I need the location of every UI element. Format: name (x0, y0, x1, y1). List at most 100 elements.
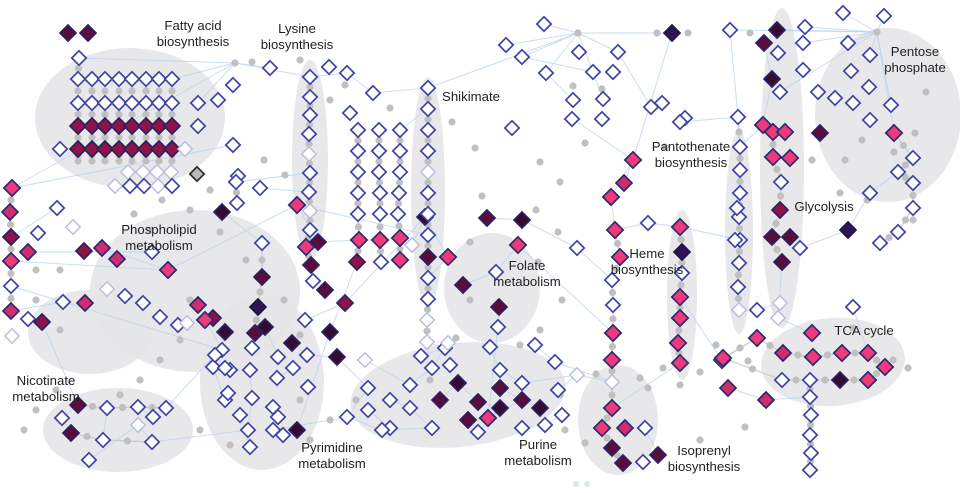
metabolite-node[interactable] (29, 224, 47, 242)
metabolite-node[interactable] (48, 199, 66, 217)
metabolite-node[interactable] (604, 296, 622, 314)
metabolite-node[interactable] (390, 228, 410, 248)
metabolite-node[interactable] (762, 69, 782, 89)
metabolite-node[interactable] (662, 23, 682, 43)
metabolite-node[interactable] (150, 70, 168, 88)
metabolite-node[interactable] (349, 121, 367, 139)
metabolite-node[interactable] (252, 267, 272, 287)
metabolite-node[interactable] (136, 139, 156, 159)
metabolite-node[interactable] (149, 116, 169, 136)
metabolite-node[interactable] (904, 149, 922, 167)
metabolite-node[interactable] (301, 255, 321, 275)
metabolite-node[interactable] (834, 4, 852, 22)
metabolite-node[interactable] (419, 163, 437, 181)
metabolite-node[interactable] (830, 370, 850, 390)
metabolite-node[interactable] (401, 376, 419, 394)
metabolite-node[interactable] (713, 348, 733, 368)
metabolite-node[interactable] (68, 116, 88, 136)
metabolite-node[interactable] (204, 358, 222, 376)
metabolite-node[interactable] (487, 263, 505, 281)
metabolite-node[interactable] (730, 301, 748, 319)
metabolite-node[interactable] (178, 314, 196, 332)
metabolite-node[interactable] (64, 218, 82, 236)
metabolite-node[interactable] (371, 205, 389, 223)
metabolite-node[interactable] (188, 295, 208, 315)
metabolite-node[interactable] (403, 236, 421, 254)
metabolite-node[interactable] (568, 366, 586, 384)
metabolite-node[interactable] (106, 177, 124, 195)
metabolite-node[interactable] (861, 184, 879, 202)
metabolite-node[interactable] (82, 139, 102, 159)
metabolite-node[interactable] (871, 234, 889, 252)
metabolite-node[interactable] (767, 20, 787, 40)
metabolite-node[interactable] (213, 341, 231, 359)
metabolite-node[interactable] (796, 18, 814, 36)
metabolite-node[interactable] (301, 106, 319, 124)
metabolite-node[interactable] (51, 140, 69, 158)
metabolite-node[interactable] (110, 94, 128, 112)
metabolite-node[interactable] (143, 433, 161, 451)
metabolite-node[interactable] (19, 310, 37, 328)
metabolite-node[interactable] (109, 116, 129, 136)
metabolite-node[interactable] (163, 94, 181, 112)
metabolite-node[interactable] (188, 165, 206, 183)
metabolite-node[interactable] (373, 421, 391, 439)
metabolite-node[interactable] (513, 374, 531, 392)
metabolite-node[interactable] (419, 79, 437, 97)
metabolite-node[interactable] (327, 347, 347, 367)
metabolite-node[interactable] (338, 64, 356, 82)
metabolite-node[interactable] (299, 378, 317, 396)
metabolite-node[interactable] (769, 44, 787, 62)
metabolite-node[interactable] (430, 390, 450, 410)
metabolite-node[interactable] (668, 333, 688, 353)
metabolite-node[interactable] (296, 237, 316, 257)
metabolite-node[interactable] (802, 323, 822, 343)
metabolite-node[interactable] (729, 278, 747, 296)
metabolite-node[interactable] (269, 408, 287, 426)
metabolite-node[interactable] (349, 205, 367, 223)
metabolite-node[interactable] (228, 194, 246, 212)
metabolite-node[interactable] (882, 96, 900, 114)
metabolite-node[interactable] (94, 431, 112, 449)
metabolite-node[interactable] (53, 409, 71, 427)
metabolite-node[interactable] (189, 117, 207, 135)
metabolite-node[interactable] (419, 100, 437, 118)
metabolite-node[interactable] (875, 357, 895, 377)
metabolite-node[interactable] (287, 420, 307, 440)
metabolite-node[interactable] (491, 361, 509, 379)
metabolite-node[interactable] (162, 139, 182, 159)
metabolite-node[interactable] (875, 7, 893, 25)
metabolite-node[interactable] (604, 63, 622, 81)
metabolite-node[interactable] (301, 221, 319, 239)
metabolite-node[interactable] (423, 419, 441, 437)
metabolite-node[interactable] (341, 104, 359, 122)
metabolite-node[interactable] (889, 163, 907, 181)
metabolite-node[interactable] (98, 399, 116, 417)
metabolite-node[interactable] (301, 68, 319, 86)
metabolite-node[interactable] (224, 76, 242, 94)
metabolite-node[interactable] (69, 70, 87, 88)
metabolite-node[interactable] (300, 145, 318, 163)
metabolite-node[interactable] (642, 98, 660, 116)
metabolite-node[interactable] (721, 21, 739, 39)
metabolite-node[interactable] (364, 84, 382, 102)
metabolite-node[interactable] (219, 384, 237, 402)
metabolite-node[interactable] (239, 421, 257, 439)
metabolite-node[interactable] (359, 401, 377, 419)
metabolite-node[interactable] (134, 294, 152, 312)
metabolite-node[interactable] (370, 163, 388, 181)
metabolite-node[interactable] (603, 373, 621, 391)
metabolite-node[interactable] (144, 408, 162, 426)
metabolite-node[interactable] (747, 328, 767, 348)
metabolite-node[interactable] (349, 163, 367, 181)
metabolite-node[interactable] (648, 445, 668, 465)
metabolite-node[interactable] (320, 58, 338, 76)
metabolite-node[interactable] (670, 353, 690, 373)
metabolite-node[interactable] (296, 311, 314, 329)
metabolite-node[interactable] (593, 110, 611, 128)
metabolite-node[interactable] (301, 164, 319, 182)
metabolite-node[interactable] (731, 184, 749, 202)
metabolite-node[interactable] (122, 139, 142, 159)
metabolite-node[interactable] (68, 139, 88, 159)
metabolite-node[interactable] (274, 426, 292, 444)
